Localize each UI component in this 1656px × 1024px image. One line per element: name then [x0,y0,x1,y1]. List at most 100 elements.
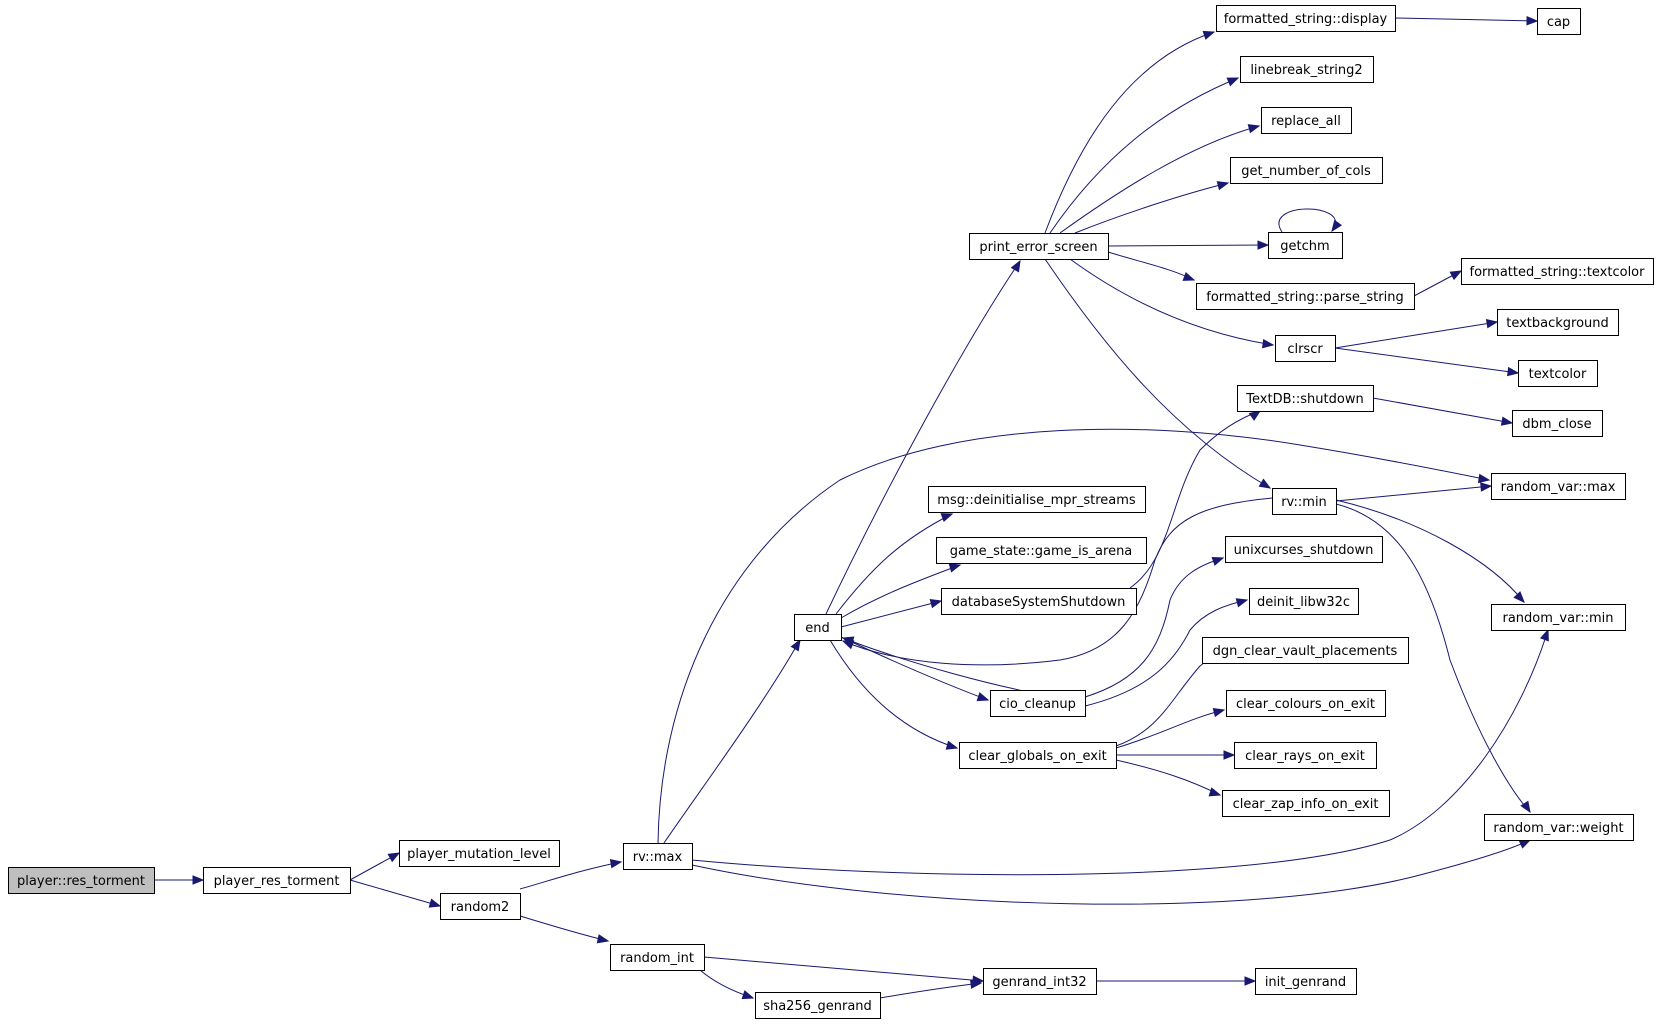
edge-print_error_screen-to-replace_all [1059,124,1261,234]
edge-textdb_shutdown-to-dbm_close [1372,397,1514,426]
edge-rv_min-to-end [841,497,1273,666]
node-label: sha256_genrand [763,999,872,1014]
node-msg-deinit[interactable]: msg::deinitialise_mpr_streams [928,486,1146,513]
node-textbackground[interactable]: textbackground [1497,309,1619,336]
arrowhead-icon [1520,800,1531,814]
node-label: random_int [620,951,694,966]
node-linebreak-string2[interactable]: linebreak_string2 [1240,56,1374,83]
node-game-is-arena[interactable]: game_state::game_is_arena [936,537,1147,564]
node-rv-min[interactable]: rv::min [1272,488,1337,515]
arrowhead-icon [1331,219,1343,233]
arrowhead-icon [929,599,943,609]
node-box [990,690,1086,717]
node-label: getchm [1280,239,1329,254]
node-clrscr[interactable]: clrscr [1275,335,1336,362]
node-fs-display[interactable]: formatted_string::display [1216,5,1396,32]
edge-line [1394,17,1538,22]
arrowhead-icon [1223,750,1236,760]
node-rv-max[interactable]: rv::max [623,843,693,870]
node-player-res-torment[interactable]: player_res_torment [203,867,351,894]
node-get-number-of-cols[interactable]: get_number_of_cols [1230,157,1383,184]
node-label: textcolor [1529,367,1587,382]
node-label: clear_rays_on_exit [1245,749,1365,764]
node-box [1196,283,1415,310]
node-cap[interactable]: cap [1537,8,1581,35]
arrowhead-icon [945,740,959,750]
edge-line [657,428,1490,844]
edge-line [1084,599,1248,707]
node-label: rv::max [633,850,683,865]
node-random-var-max[interactable]: random_var::max [1491,473,1626,500]
node-box [941,588,1137,615]
node-box [1234,742,1377,769]
node-unixcurses-shutdown[interactable]: unixcurses_shutdown [1225,536,1383,563]
node-box [1512,410,1603,437]
arrowhead-icon [841,640,855,650]
node-label: linebreak_string2 [1250,63,1362,78]
node-random-var-min[interactable]: random_var::min [1491,604,1626,631]
arrowhead-icon [1526,16,1539,26]
edge-line [840,636,989,701]
edge-rv_max-to-random_var_weight [691,839,1532,905]
edge-print_error_screen-to-getchm [1107,240,1270,250]
node-box [1249,588,1359,615]
node-replace-all[interactable]: replace_all [1261,107,1352,134]
node-sha256-genrand[interactable]: sha256_genrand [755,992,881,1019]
node-box [1518,360,1598,387]
node-textcolor[interactable]: textcolor [1518,360,1598,387]
node-fs-textcolor[interactable]: formatted_string::textcolor [1461,258,1654,285]
edge-line [1074,182,1229,234]
arrowhead-icon [790,638,801,652]
node-getchm[interactable]: getchm [1268,232,1343,259]
arrowhead-icon [1211,556,1225,566]
node-clear-zap-info[interactable]: clear_zap_info_on_exit [1222,790,1390,817]
node-textdb-shutdown[interactable]: TextDB::shutdown [1237,385,1374,412]
node-dgn-clear-vault[interactable]: dgn_clear_vault_placements [1202,637,1409,664]
node-random-int[interactable]: random_int [610,944,705,971]
arrowhead-icon [387,852,401,863]
node-init-genrand[interactable]: init_genrand [1255,968,1357,995]
arrowhead-icon [1216,181,1230,191]
edge-line [842,497,1273,666]
node-dbm-close[interactable]: dbm_close [1512,410,1603,437]
call-graph-edges [154,16,1549,1000]
node-box [1497,309,1619,336]
arrowhead-icon [1539,628,1549,642]
arrowhead-icon [940,513,954,523]
edge-end-to-cio_cleanup [840,636,990,702]
node-clear-colours[interactable]: clear_colours_on_exit [1226,690,1386,717]
node-label: player_res_torment [214,874,340,889]
node-box [1255,968,1357,995]
edge-line [1335,503,1531,813]
node-player-mutation-level[interactable]: player_mutation_level [399,840,560,867]
arrowhead-icon [1208,787,1222,797]
node-box [1491,604,1626,631]
node-random-var-weight[interactable]: random_var::weight [1484,814,1634,841]
node-fs-parse-string[interactable]: formatted_string::parse_string [1196,283,1415,310]
node-deinit-libw32c[interactable]: deinit_libw32c [1249,588,1359,615]
node-label: formatted_string::display [1224,12,1388,27]
arrowhead-icon [1235,598,1249,608]
edge-line [1334,321,1498,349]
edge-player_res_torment-to-random2 [349,879,442,908]
arrowhead-icon [1480,482,1493,492]
node-clear-rays[interactable]: clear_rays_on_exit [1234,742,1377,769]
node-random2[interactable]: random2 [440,893,521,920]
edge-fs_parse_string-to-fs_textcolor [1413,270,1463,297]
edge-line [1334,347,1519,374]
node-db-system-shutdown[interactable]: databaseSystemShutdown [941,588,1137,615]
node-genrand-int32[interactable]: genrand_int32 [983,968,1097,995]
node-cio-cleanup[interactable]: cio_cleanup [990,690,1086,717]
node-res-torment[interactable]: player::res_torment [8,867,155,894]
edge-clear_globals-to-clear_zap_info [1115,759,1222,797]
arrowhead-icon [1212,707,1226,718]
node-label: rv::min [1281,495,1327,510]
edge-print_error_screen-to-rv_min [1044,258,1272,489]
edge-line [1044,258,1271,489]
node-box [399,840,560,867]
node-box [623,843,693,870]
node-print-error-screen[interactable]: print_error_screen [969,233,1109,260]
node-clear-globals[interactable]: clear_globals_on_exit [959,742,1117,769]
node-end[interactable]: end [794,614,842,641]
